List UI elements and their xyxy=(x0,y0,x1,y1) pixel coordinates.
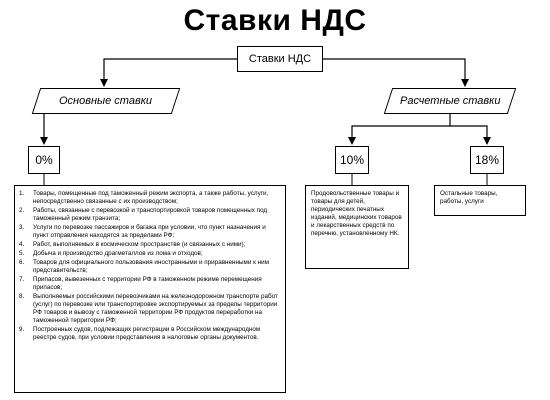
item-text: Построенных судов, подлежащих регистраци… xyxy=(33,326,261,341)
item-text: Выполняемых российскими перевозчиками на… xyxy=(33,293,278,324)
rate-0-label: 0% xyxy=(35,153,53,167)
calc-rates-label: Расчетные ставки xyxy=(399,95,501,107)
root-node: Ставки НДС xyxy=(237,46,323,72)
rate-18-details: Остальные товары, работы, услуги xyxy=(434,185,526,216)
item-number: 1. xyxy=(19,190,25,197)
main-rates-node: Основные ставки xyxy=(31,88,181,114)
rate-18-details-text: Остальные товары, работы, услуги xyxy=(440,190,498,205)
list-item: 5. Добыча и производство драгметаллов из … xyxy=(19,250,279,258)
item-number: 7. xyxy=(19,276,25,283)
item-number: 4. xyxy=(19,241,25,248)
item-number: 3. xyxy=(19,224,25,231)
item-text: Добыча и производство драгметаллов из ло… xyxy=(33,250,203,257)
root-to-calc-arrow xyxy=(323,58,469,87)
rate-0-details: 1. Товары, помещенные под таможенный режи… xyxy=(14,185,286,393)
item-text: Товары, помещенные под таможенный режим … xyxy=(33,190,269,205)
calc-branch-arrows xyxy=(348,114,491,145)
item-number: 8. xyxy=(19,293,25,300)
rate-0-node: 0% xyxy=(28,146,60,174)
list-item: 4. Работ, выполняемых в космическом прост… xyxy=(19,241,279,249)
item-text: Услуги по перевозке пассажиров и багажа … xyxy=(33,224,266,239)
rate-18-label: 18% xyxy=(474,153,500,167)
list-item: 1. Товары, помещенные под таможенный режи… xyxy=(19,190,279,206)
rate-10-details: Продовольственные товары и товары для де… xyxy=(305,185,409,269)
rate-18-node: 18% xyxy=(470,146,504,174)
rate-0-items-list: 1. Товары, помещенные под таможенный режи… xyxy=(19,190,279,342)
item-text: Работы, связанные с перевозкой и транспо… xyxy=(33,207,268,222)
item-number: 5. xyxy=(19,250,25,257)
list-item: 2. Работы, связанные с перевозкой и транс… xyxy=(19,207,279,223)
list-item: 7. Припасов, вывезенных с территории РФ в… xyxy=(19,276,279,292)
main-rates-label: Основные ставки xyxy=(59,95,153,107)
item-number: 2. xyxy=(19,207,25,214)
rate-10-node: 10% xyxy=(335,146,369,174)
list-item: 8. Выполняемых российскими перевозчиками … xyxy=(19,293,279,325)
item-text: Припасов, вывезенных с территории РФ в т… xyxy=(33,276,262,291)
item-text: Товаров для официального пользования ино… xyxy=(33,259,269,274)
item-number: 6. xyxy=(19,259,25,266)
root-node-label: Ставки НДС xyxy=(248,53,312,65)
page-title: Ставки НДС xyxy=(183,4,367,37)
list-item: 9. Построенных судов, подлежащих регистра… xyxy=(19,326,279,342)
root-to-main-arrow xyxy=(100,58,237,87)
list-item: 3. Услуги по перевозке пассажиров и багаж… xyxy=(19,224,279,240)
list-item: 6. Товаров для официального пользования и… xyxy=(19,259,279,275)
item-number: 9. xyxy=(19,326,25,333)
rate-10-details-text: Продовольственные товары и товары для де… xyxy=(311,190,402,237)
calc-rates-node: Расчетные ставки xyxy=(383,88,517,114)
rate-10-label: 10% xyxy=(339,153,365,167)
item-text: Работ, выполняемых в космическом простра… xyxy=(33,241,246,248)
rate-to-detail-lines xyxy=(43,174,488,185)
